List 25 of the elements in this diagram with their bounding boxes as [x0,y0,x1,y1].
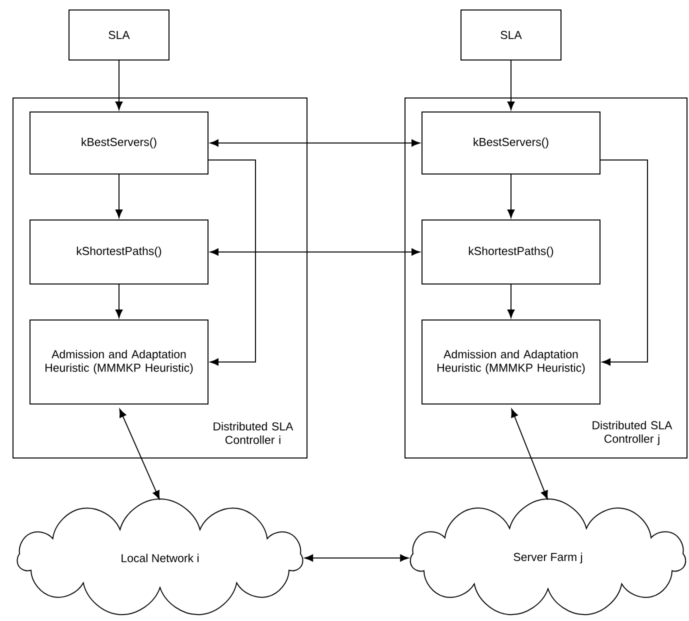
arrow [507,284,515,318]
process-box: kBestServers() [422,112,600,174]
process-box: kShortestPaths() [30,220,208,284]
arrow [507,174,515,218]
arrow [115,60,123,110]
arrow [115,174,123,218]
arrow [210,248,420,256]
arrow [210,139,420,147]
network-cloud: Local Network i [16,498,304,616]
arrow [600,160,648,366]
process-box: Admission and Adaptation Heuristic (MMMKP Heuristic) [422,320,600,404]
process-box: Admission and Adaptation Heuristic (MMMKP Heuristic) [30,320,208,404]
arrow [304,554,409,562]
process-box: SLA [68,10,170,60]
controller-label: Distributed SLA Controller j [592,420,672,446]
network-cloud: Server Farm j [410,498,686,616]
controller-label: Distributed SLA Controller i [214,422,294,444]
arrow [507,60,515,110]
process-box: kBestServers() [30,112,208,174]
process-box: SLA [460,10,562,60]
arrow [208,160,256,366]
process-box: kShortestPaths() [422,220,600,284]
arrow [115,284,123,318]
arrow [511,408,548,500]
arrow [119,408,160,500]
